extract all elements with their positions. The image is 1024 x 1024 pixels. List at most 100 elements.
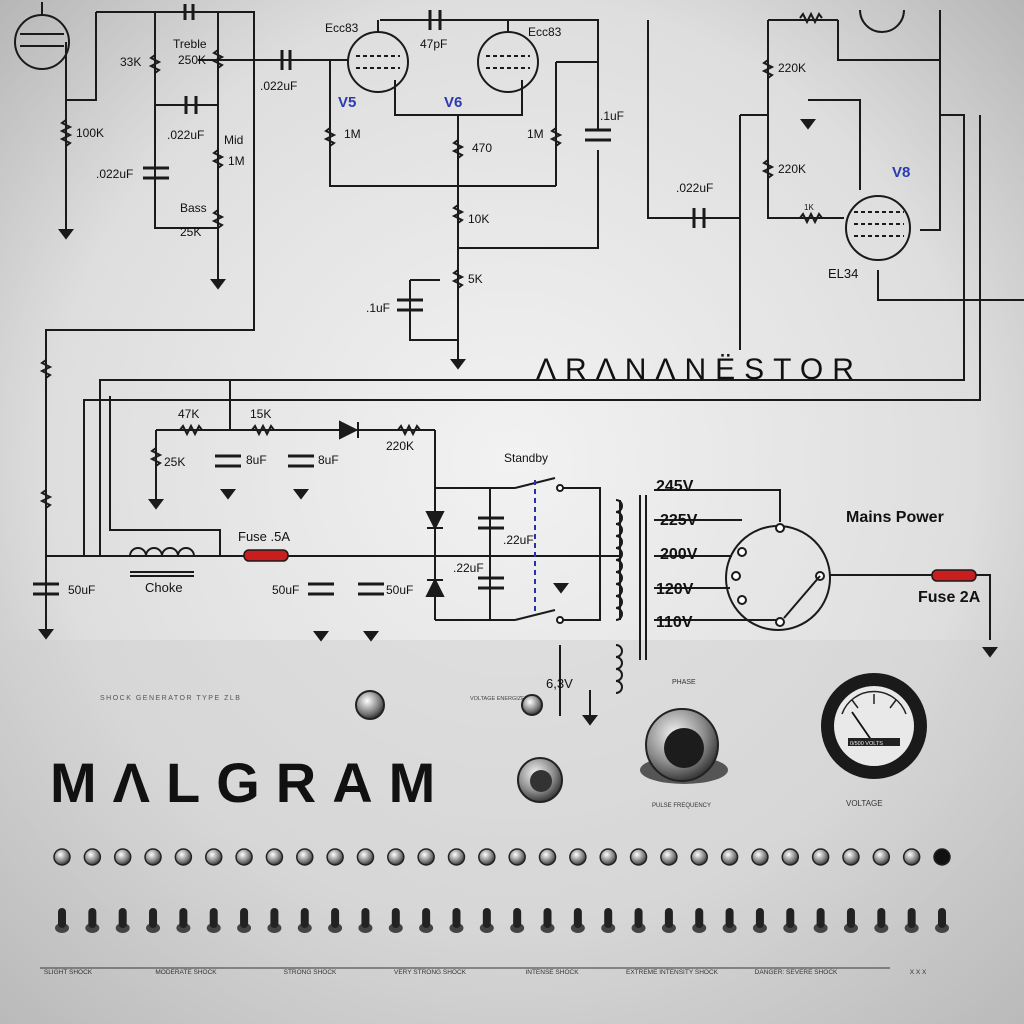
shock-switch[interactable] <box>297 908 312 933</box>
meter-scale: 0/500 VOLTS <box>850 741 883 747</box>
label-v6: V6 <box>444 94 462 111</box>
label-r100k: 100K <box>76 126 104 140</box>
label-r15k: 15K <box>250 407 271 421</box>
indicator-lamp <box>417 848 435 866</box>
indicator-lamp <box>144 848 162 866</box>
standby-switch <box>514 477 564 624</box>
indicator-lamp <box>599 848 617 866</box>
shock-switch[interactable] <box>55 908 69 933</box>
shock-switch[interactable] <box>358 908 373 933</box>
nameplate: SHOCK GENERATOR TYPE ZLB <box>100 695 241 702</box>
shock-switch[interactable] <box>783 908 798 933</box>
indicator-lamp <box>629 848 648 866</box>
label-r220k-c: 220K <box>386 439 414 453</box>
label-r470: 470 <box>472 141 492 155</box>
switch-group-label: DANGER: SEVERE SHOCK <box>755 969 838 976</box>
artist-name: ΛRΛNΛNËSTOR <box>536 353 863 386</box>
switch-group-label: STRONG SHOCK <box>284 969 337 976</box>
shock-switch[interactable] <box>843 908 858 933</box>
shock-switch[interactable] <box>601 908 616 933</box>
pilot-lamp <box>355 690 385 720</box>
fuse-half-amp <box>243 549 289 562</box>
shock-switch[interactable] <box>752 908 767 933</box>
voltmeter: 0/500 VOLTS <box>821 673 927 779</box>
indicator-lamp <box>781 848 800 866</box>
shock-switch[interactable] <box>419 908 434 933</box>
switch-group-label: MODERATE SHOCK <box>155 969 217 976</box>
shock-switch[interactable] <box>722 908 737 933</box>
indicator-lamp <box>447 848 466 866</box>
indicator-lamp <box>811 848 830 866</box>
label-c022-b: .022uF <box>167 128 204 142</box>
shock-switch[interactable] <box>388 908 403 933</box>
indicator-lamp <box>265 848 284 866</box>
shock-switch[interactable] <box>510 908 525 933</box>
label-r5k: 5K <box>468 272 483 286</box>
label-c8u-b: 8uF <box>318 453 339 467</box>
shock-switch[interactable] <box>176 908 191 933</box>
switch-group-label: X X X <box>910 969 927 976</box>
label-c022-c: .022uF <box>96 167 133 181</box>
label-c8u-a: 8uF <box>246 453 267 467</box>
shock-switch[interactable] <box>874 908 889 933</box>
indicator-lamp <box>842 848 860 866</box>
shock-switch[interactable] <box>813 908 828 933</box>
shock-switch[interactable] <box>904 908 919 933</box>
shock-switch[interactable] <box>115 908 130 933</box>
indicator-lamp <box>508 848 526 866</box>
shock-switch[interactable] <box>449 908 464 933</box>
label-v5: V5 <box>338 94 356 111</box>
tube-v8 <box>845 9 911 261</box>
indicator-lamp <box>872 848 891 866</box>
indicator-lamp <box>478 848 496 866</box>
label-c22u-a: .22uF <box>503 533 534 547</box>
shock-switch[interactable] <box>935 908 949 933</box>
shock-switch[interactable] <box>146 908 161 933</box>
indicator-lamp <box>53 848 71 866</box>
tube-v5 <box>347 20 409 93</box>
switch-lamp-row <box>53 848 951 866</box>
label-mid: Mid <box>224 133 243 147</box>
tap-110v: 110V <box>656 614 693 631</box>
label-r1m-a: 1M <box>344 127 361 141</box>
shock-switch[interactable] <box>661 908 676 933</box>
label-bass: Bass <box>180 201 207 215</box>
album-title: MΛLGRAM <box>50 751 452 814</box>
label-r220k-a: 220K <box>778 61 806 75</box>
phase-knob[interactable] <box>640 708 728 784</box>
shock-switch[interactable] <box>206 908 221 933</box>
shock-switch[interactable] <box>267 908 282 933</box>
label-choke: Choke <box>145 580 183 595</box>
shock-switch[interactable] <box>85 908 100 933</box>
label-c1u-b: .1uF <box>366 301 390 315</box>
label-r1k: 1K <box>804 203 814 212</box>
label-fuse-half-amp: Fuse .5A <box>238 529 290 544</box>
label-c022-a: .022uF <box>260 79 297 93</box>
label-ecc83-a: Ecc83 <box>325 21 359 35</box>
transformer <box>615 495 825 694</box>
label-r47k: 47K <box>178 407 199 421</box>
shock-switch[interactable] <box>631 908 646 933</box>
phase-label: PHASE <box>672 679 696 686</box>
label-r1m-b: 1M <box>527 127 544 141</box>
indicator-lamp <box>174 848 193 866</box>
shock-switch[interactable] <box>328 908 343 933</box>
label-c1u-a: .1uF <box>600 109 624 123</box>
shock-switch[interactable] <box>570 908 585 933</box>
switch-toggle-row <box>55 908 949 933</box>
power-toggle-knob[interactable] <box>517 757 563 803</box>
indicator-lamp <box>902 848 921 866</box>
shock-switch[interactable] <box>692 908 707 933</box>
shock-switch[interactable] <box>540 908 555 933</box>
label-mid-val: 1M <box>228 154 245 168</box>
indicator-lamp <box>720 848 739 866</box>
indicator-lamp <box>235 848 253 866</box>
indicator-lamp <box>569 848 587 866</box>
pulse-label: PULSE FREQUENCY <box>652 803 711 809</box>
label-bass-val: 25K <box>180 225 201 239</box>
diodes <box>339 420 445 597</box>
resistors <box>39 11 823 509</box>
shock-switch[interactable] <box>479 908 494 933</box>
shock-switch[interactable] <box>237 908 252 933</box>
